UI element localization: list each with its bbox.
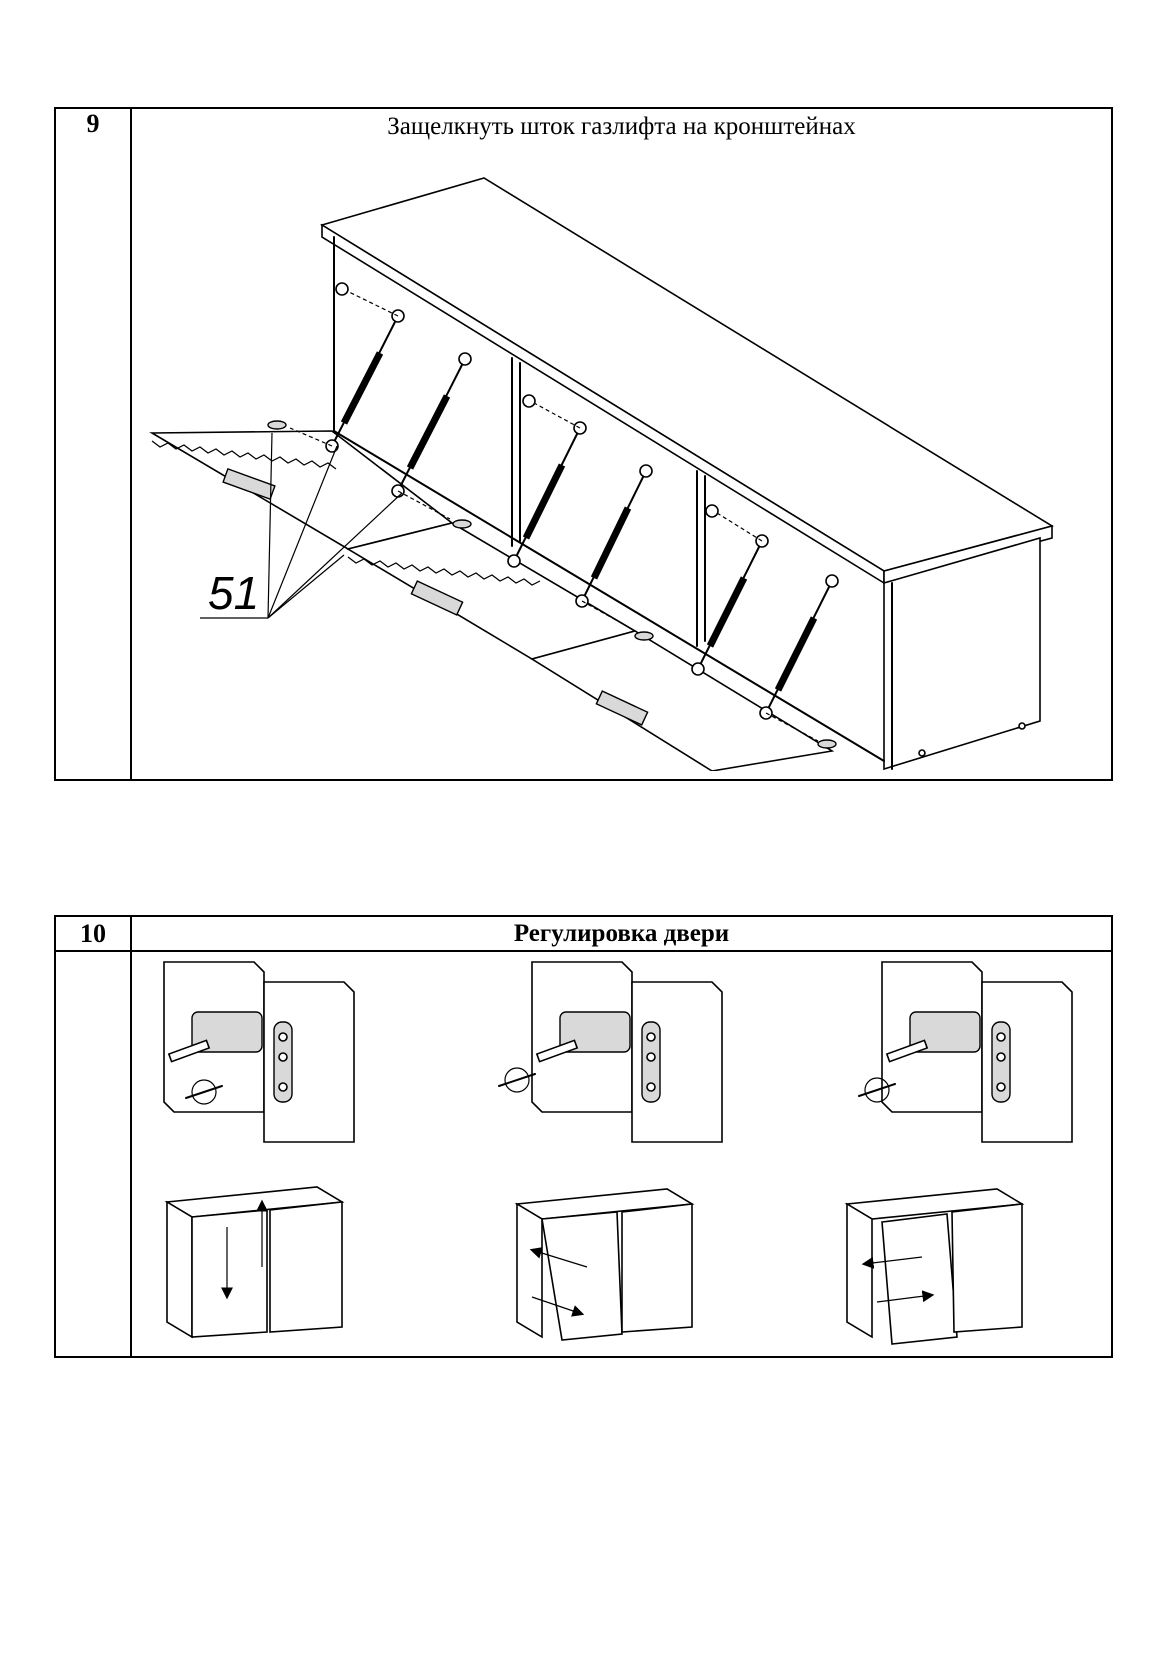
gas-lift-6 [759, 574, 839, 720]
step-title: Регулировка двери [130, 915, 1113, 952]
door-bracket [817, 739, 837, 749]
gas-lift-2 [391, 352, 472, 498]
flap-door-3 [530, 630, 835, 771]
gas-lift-5 [691, 534, 769, 676]
step-9-table: 9 Защелкнуть шток газлифта на кронштейна… [54, 107, 1113, 781]
doors-side-adjust [844, 1188, 1025, 1345]
step-10-table: 10 Регулировка двери [54, 915, 1113, 1358]
hinge-adjust-height [498, 961, 723, 1143]
hinge-adjust-side [858, 961, 1073, 1143]
step-10-content [130, 950, 1113, 1358]
door-bracket [267, 420, 287, 430]
step-number: 9 [54, 107, 132, 781]
door-adjustment-illustrations [163, 961, 1073, 1345]
step-number-blank [54, 950, 132, 1358]
gas-lift-4 [575, 464, 653, 608]
doors-depth-adjust [514, 1188, 695, 1341]
flap-door-2 [345, 522, 638, 660]
wall-bracket [335, 282, 349, 296]
wall-bracket [705, 504, 719, 518]
door-handle-2 [410, 580, 464, 616]
callout-51: 51 [200, 432, 403, 619]
door-bracket [452, 519, 472, 529]
door-bracket [634, 631, 654, 641]
step-title: Защелкнуть шток газлифта на кронштейнах [387, 113, 856, 140]
doors-vertical-adjust [164, 1186, 345, 1339]
callout-number: 51 [208, 567, 259, 619]
hinge-adjust-depth [163, 961, 355, 1143]
wall-bracket [522, 394, 536, 408]
cabinet-gas-lift-illustration: 51 [149, 177, 1055, 771]
step-9-content: Защелкнуть шток газлифта на кронштейнах [130, 107, 1113, 781]
step-number: 10 [54, 915, 132, 952]
cabinet-side-panel [883, 536, 1041, 771]
door-handle-1 [222, 467, 276, 501]
door-handle-3 [595, 690, 649, 726]
gas-lift-1 [325, 309, 405, 453]
